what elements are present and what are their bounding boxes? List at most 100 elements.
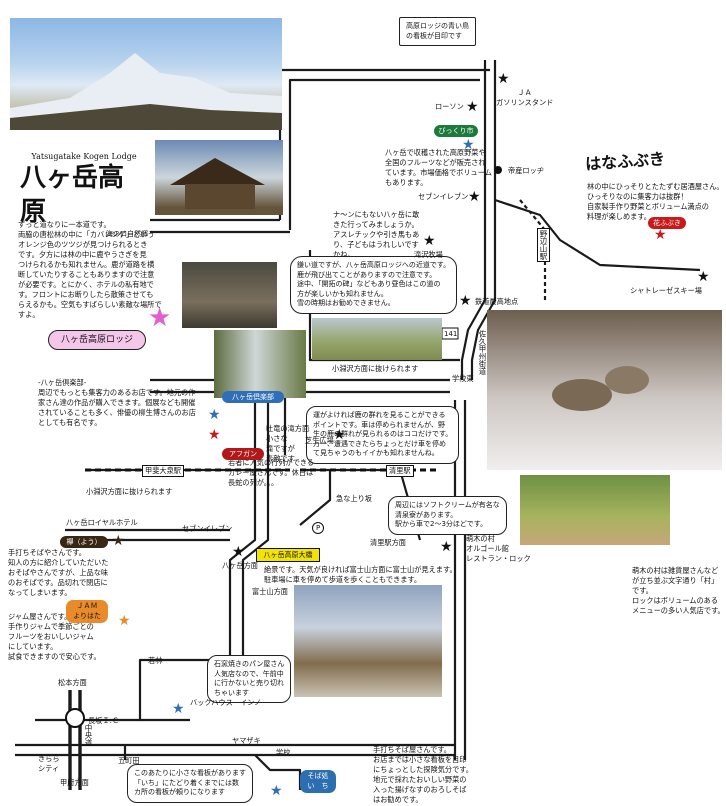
hanafubuki-pill[interactable]: 花ふぶき	[648, 217, 686, 229]
nagasaka-ic-marker	[65, 708, 85, 728]
label-fuji-dir: 富士山方面	[252, 587, 288, 596]
label-yamazaki: ヤマザキ	[232, 736, 261, 745]
bridge-view-photo	[294, 585, 442, 697]
label-lawson: ローソン	[435, 102, 464, 111]
label-gakko: 学校	[276, 748, 291, 757]
soba-note-box: このあたりに小さな看板があります 「いち」にたどり着くまでには数 カ所の看板が頼…	[127, 764, 253, 803]
inno-star-icon[interactable]: ★	[172, 701, 185, 717]
label-shibasei: 芝生広場	[305, 436, 334, 445]
lodge-logo-japanese: 八ヶ岳高原	[20, 163, 125, 227]
lodge-pill[interactable]: 八ヶ岳高原ロッジ	[48, 330, 146, 350]
label-seven-top: セブンイレブン	[418, 192, 469, 201]
kaminoguchi-box: 鎌い道ですが、八ヶ岳高原ロッジへの近道です。 鹿が飛び出てことがありますので注意…	[290, 256, 458, 314]
club-star-icon[interactable]: ★	[208, 407, 221, 423]
ohashi-text: 絶景です。天気が良ければ富士山方面に富士山が見えます。 駐車場に車を停めて歩道を…	[264, 565, 457, 584]
ja-star-icon: ★	[497, 71, 510, 87]
label-kofu-note: 小淵沢方面に抜けられます	[86, 487, 173, 496]
lodge-logo-sub: 海の口自然郷	[106, 230, 148, 238]
label-teisan: 帝産ロッヂ	[508, 166, 544, 175]
label-kiyosato-dir: 清里駅方面	[370, 538, 406, 547]
road-141	[460, 60, 487, 380]
label-wakabayashi: 若林	[148, 656, 163, 665]
tetsudo-star-icon: ★	[459, 293, 472, 309]
seven-top-star-icon: ★	[468, 189, 481, 205]
moegi-star-icon: ★	[440, 539, 453, 555]
teisan-dot	[494, 166, 502, 174]
label-r141: 141	[444, 330, 458, 338]
road-nobeyama	[494, 198, 701, 272]
takizawa-star-icon: ★	[423, 233, 436, 249]
road-kiyosato-s	[299, 470, 332, 526]
r141-sign-box	[441, 327, 459, 340]
jam-text: ジャム屋さんです。 手作りジャムで季節ごとの フルーツをおいしいジャム にしてい…	[8, 612, 101, 661]
mountain-photo-art	[10, 53, 282, 130]
soba-ichi-pill[interactable]: そば処 い ち	[300, 770, 336, 793]
label-koumi-top: 小淵沢方面に抜けられます	[332, 364, 419, 373]
club-pill[interactable]: 八ヶ岳倶楽部	[222, 391, 284, 403]
road-141-b	[470, 60, 497, 380]
deer-box: 運がよければ鹿の群れを見ることができる ポイントです。車は停められませんが、野 …	[306, 406, 460, 464]
keyaki-text: 手打ちそばやさんです。 知人の方に紹介していただいた おそばやさんですが、上品な…	[8, 548, 109, 597]
moegi-text: 萌木の村は雑貨屋さんなど が立ち並ぶ文字通り「村」 です。 ロックはボリュームの…	[632, 566, 725, 615]
waterfall-photo	[214, 330, 306, 398]
kusaka-star-icon: ★	[333, 427, 346, 443]
label-kofu-dir: 甲府方面	[60, 778, 89, 787]
jam-star-icon[interactable]: ★	[118, 613, 131, 629]
bikkuri-pill[interactable]: びっくり市	[434, 125, 478, 137]
lodge-logo-english: Yatsugatake Kogen Lodge	[31, 152, 137, 161]
ohashi-pill[interactable]: 八ヶ岳高原大橋	[256, 548, 320, 562]
aoitori-box: 高原ロッジの青い鳥 の看板が目印です	[399, 17, 476, 47]
label-tetsudo: 鉄道最高地点	[475, 297, 519, 306]
label-yatsu-dir: 八ヶ岳方面	[222, 561, 258, 570]
label-seven-mid: セブンイレブン	[182, 524, 233, 533]
soba-ichi-text: 手打ちそば屋さんです。 お店までは小さな看板を目印 にちょっとした探険気分です。…	[373, 745, 473, 804]
label-takizawa: 滝沢牧場	[414, 250, 443, 259]
road-center-2	[241, 392, 270, 700]
road-center	[228, 392, 257, 700]
mountain-photo	[10, 18, 282, 130]
deer-photo	[487, 310, 722, 470]
farm-stand-text: 八ヶ岳で収穫された高原野菜や 全国のフルーツなどが販売され ています。市場価格で…	[385, 148, 492, 187]
takizawa-text: ナ～ンにもない八ヶ岳に敢 きた行ってみましょうか。 アスレチックや引き馬もあ り…	[333, 210, 420, 259]
lodge-logo: Yatsugatake Kogen Lodge 八ヶ岳高原 海の口自然郷	[20, 152, 148, 239]
lawson-star-icon: ★	[466, 99, 479, 115]
hanafubuki-text: 林の中にひっそりとたたずむ居酒屋さん。 ひっそりなのに集客力は抜群！ 自家製手作…	[587, 182, 724, 221]
hanafubuki-star-icon[interactable]: ★	[654, 227, 667, 243]
afgan-star-icon[interactable]: ★	[208, 427, 221, 443]
bikkuri-star-icon[interactable]: ★	[462, 137, 475, 153]
label-bakehouse: バックハウス インノ	[190, 698, 262, 707]
label-gakko-top: 学校東	[452, 374, 474, 383]
carriage-photo	[520, 475, 670, 545]
club-intro-text: -八ヶ岳倶楽部- 周辺でもっとも集客力のあるお店です。地元の作 家さん達の作品が…	[38, 378, 196, 427]
road-lodge-inner	[288, 78, 480, 230]
afgan-pill[interactable]: アフガン	[222, 448, 264, 460]
label-moegi: 萌木の村 オルゴール館 レストラン・ロック	[466, 534, 531, 563]
road-nagasaka	[35, 658, 230, 722]
soba-ichi-star-icon[interactable]: ★	[270, 783, 283, 799]
label-parking: P	[316, 524, 321, 532]
inno-box: 石窯焼きのパン屋さん 人気店なので、午前中 に行かないと売り切れ ちゃいます	[207, 655, 292, 704]
rail-nobeyama	[519, 199, 547, 300]
label-saku: 佐久甲州街道	[478, 330, 487, 375]
keyaki-star-icon[interactable]: ★	[112, 533, 125, 549]
label-ja-gas: ＪＡ ガソリンスタンド	[496, 88, 554, 107]
label-sharetore: シャトレーゼスキー場	[630, 286, 702, 295]
forest-photo	[182, 262, 277, 328]
label-gohei: 五町田	[118, 756, 140, 765]
label-chuo: 中央道	[84, 724, 93, 747]
label-kirara: きらら シティ	[38, 754, 60, 773]
label-nagasaka: 長坂Ｉ.Ｃ	[88, 716, 120, 725]
afgan-text: 若者に人気の行列ができる カレー屋さんです。休日は 長蛇の列が。。。	[228, 458, 315, 487]
label-kusaka: 吐竜の滝方面 小さな 滝ですが 素敵です	[266, 424, 310, 463]
parking-marker	[312, 522, 324, 534]
label-hotel: 八ヶ岳ロイヤルホテル	[66, 518, 138, 527]
label-kuro: 急な上り坂	[336, 494, 372, 503]
lodge-star-icon[interactable]: ★	[148, 303, 172, 333]
sharetore-star-icon: ★	[697, 269, 710, 285]
lodge-building-photo	[155, 140, 283, 215]
jam-pill[interactable]: ＪＡＭ よりはた	[66, 600, 108, 623]
lodge-intro-text: ずっと道なりに一本道です。 両脇の唐松林の中に「カバレンゲ」という オレンジ色の…	[18, 220, 162, 319]
keyaki-pill[interactable]: 欅（よう）	[60, 536, 108, 548]
deer-meadow-photo	[312, 318, 442, 360]
